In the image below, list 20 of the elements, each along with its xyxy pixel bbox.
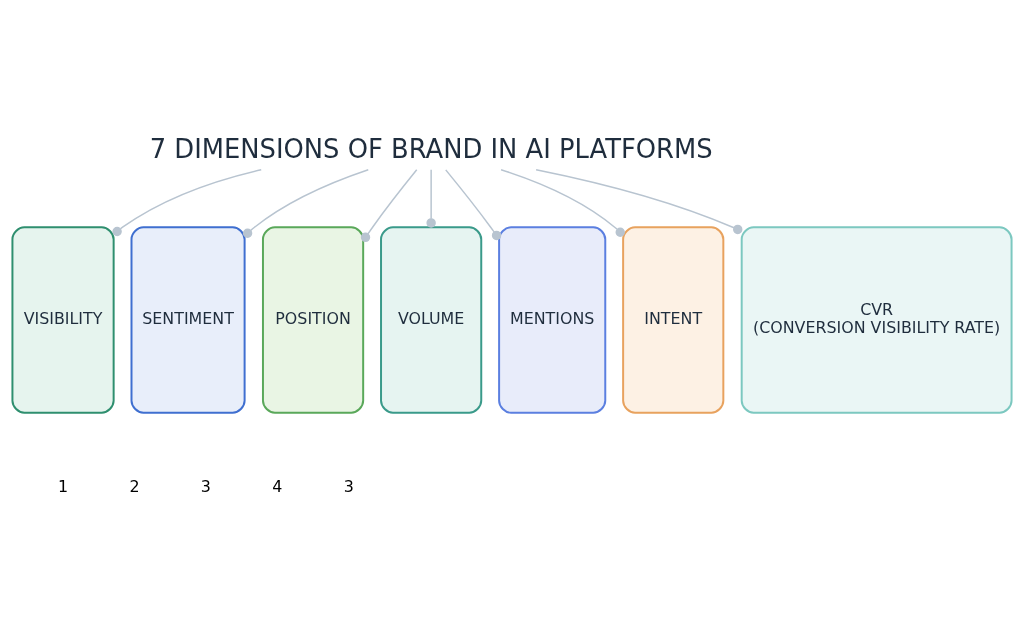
connector [426,168,436,228]
label: 3 [343,476,354,496]
connector [242,168,369,238]
node-box: VISIBILITY [11,225,115,414]
connector [500,168,625,237]
node-box: MENTIONS [498,225,607,414]
label: 1 [57,476,69,496]
connector [112,168,262,236]
node-box: CVR (CONVERSION VISIBILITY RATE) [740,225,1013,414]
label: 2 [129,476,140,496]
label: 3 [200,476,211,496]
connector [535,168,743,234]
label: 4 [272,476,283,496]
node-box: INTENT [622,225,725,414]
connector [445,168,502,240]
node-box: SENTIMENT [130,225,246,414]
node-box: POSITION [261,225,365,414]
connector [360,168,418,242]
node-text: 7 DIMENSIONS OF BRAND IN AI PLATFORMS [149,133,713,164]
node-box: VOLUME [380,225,483,414]
